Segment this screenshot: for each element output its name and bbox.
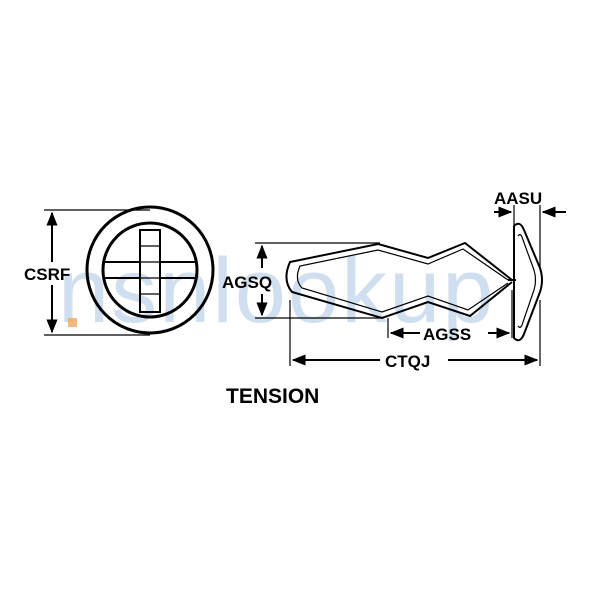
label-agsq: AGSQ	[222, 273, 272, 292]
label-aasu: AASU	[494, 189, 542, 208]
label-ctqj: CTQJ	[385, 352, 430, 371]
label-csrf: CSRF	[24, 265, 70, 284]
dimension-csrf: CSRF	[24, 209, 150, 336]
clip-head	[513, 222, 543, 342]
inner-ring	[101, 221, 199, 319]
outer-ring	[85, 205, 215, 335]
watermark-dot	[68, 318, 77, 327]
center-bar	[139, 229, 161, 313]
clip-inner	[296, 248, 509, 313]
dimension-ctqj: CTQJ	[289, 300, 541, 371]
dimension-agsq: AGSQ	[222, 242, 382, 319]
end-view	[85, 205, 215, 335]
label-agss: AGSS	[423, 325, 471, 344]
diagram-title: TENSION	[226, 385, 319, 408]
dimension-aasu: AASU	[494, 189, 566, 268]
dimension-agss: AGSS	[387, 290, 513, 344]
